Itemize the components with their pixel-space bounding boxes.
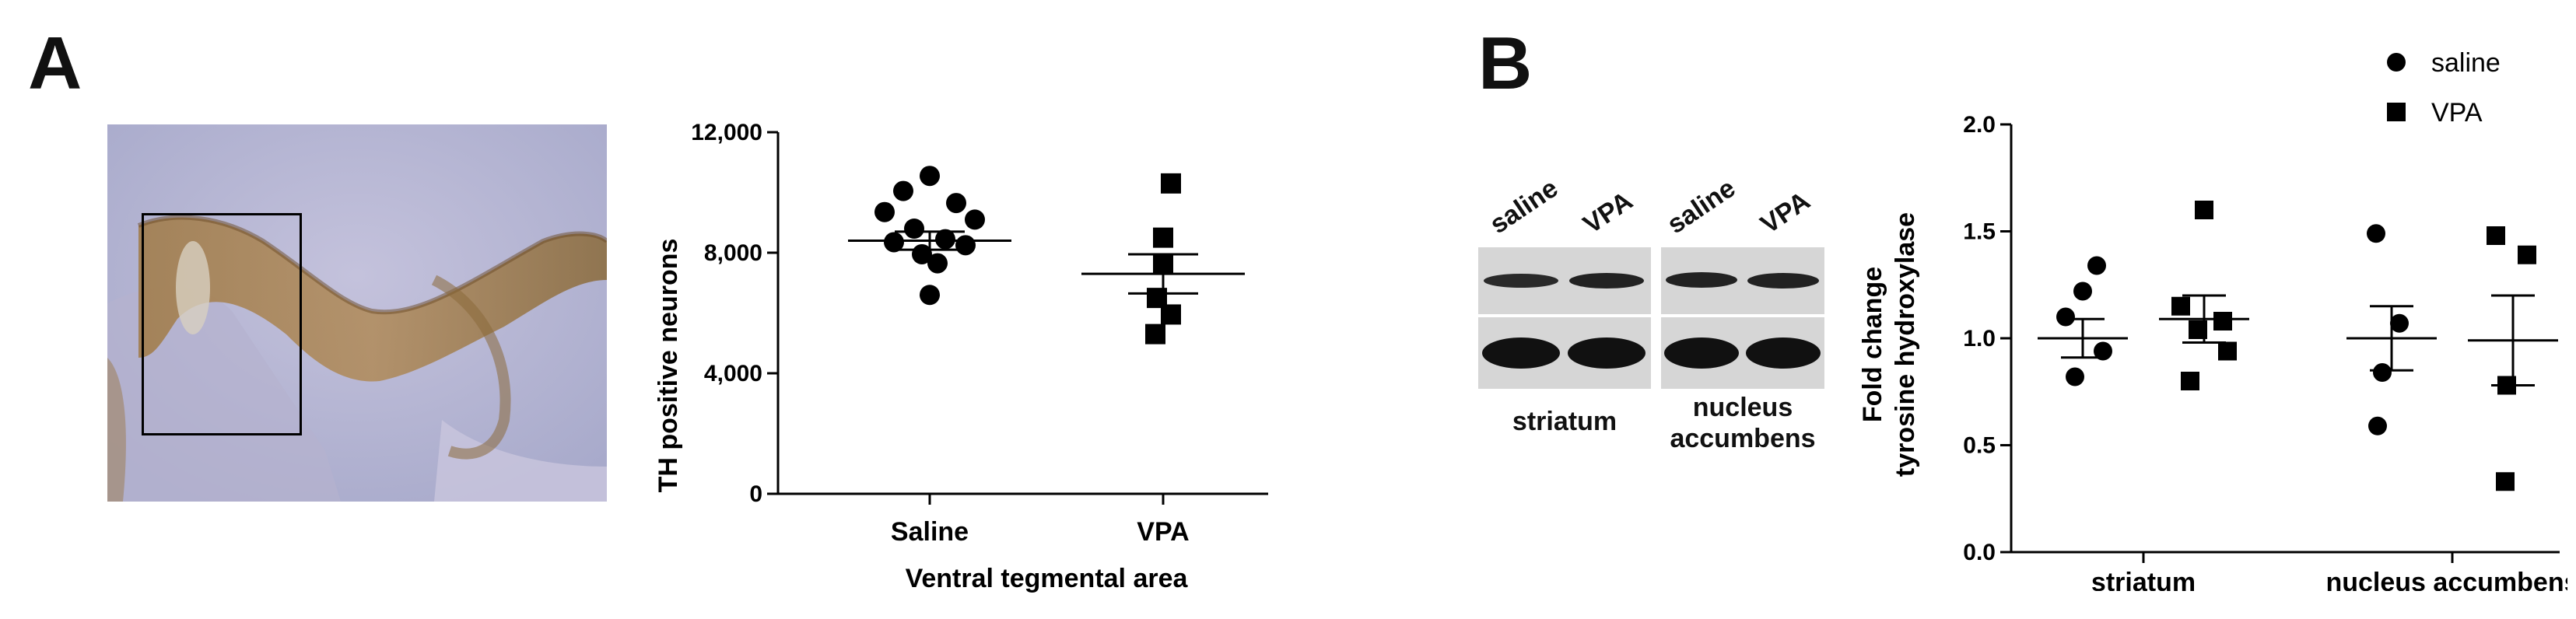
chart-a-category-label: Saline [891, 517, 969, 547]
blot-nucleus-accumbens-label-line-2: accumbens [1670, 424, 1816, 453]
chart-a-ytick-label: 4,000 [704, 361, 762, 386]
blot-nucleus-accumbens-label-line-1: nucleus [1692, 393, 1793, 422]
chart-b-ytick-label: 0.0 [1963, 540, 1996, 565]
micrograph-image [107, 124, 607, 502]
chart-b-ylabel-line-1: Fold change [1858, 267, 1887, 422]
chart-a-point [1145, 323, 1165, 344]
chart-a-point [1161, 304, 1181, 325]
chart-a-point [874, 201, 895, 222]
chart-a-point [965, 209, 985, 230]
blot-nucleus-accumbens [1661, 247, 1824, 389]
legend-marker-vpa [2387, 103, 2406, 121]
chart-b-point-vpa [2171, 296, 2190, 316]
chart-b-point-saline [2367, 224, 2385, 243]
panel-b-letter: B [1478, 22, 1533, 105]
blot-striatum-label-line: striatum [1512, 407, 1617, 436]
chart-a-point [884, 232, 904, 253]
chart-a-category-label: VPA [1137, 517, 1189, 547]
chart-a-xlabel: Ventral tegmental area [906, 564, 1189, 593]
chart-b-point-saline [2094, 341, 2112, 361]
micrograph-drawing [107, 124, 607, 502]
chart-a-point [927, 253, 948, 274]
chart-a-ytick-label: 0 [749, 481, 762, 507]
chart-a-point [904, 219, 924, 239]
chart-b-category-label: nucleus accumbens [2325, 568, 2567, 591]
chart-b-point-vpa [2518, 245, 2536, 264]
chart-a-ylabel: TH positive neurons [654, 239, 683, 493]
chart-b-point-saline [2056, 307, 2075, 327]
chart-a-point [893, 180, 913, 201]
legend-label-saline: saline [2431, 48, 2501, 78]
blot-1-lane-2-label: VPA [1578, 185, 1638, 240]
chart-b-point-saline [2073, 282, 2092, 301]
chart-b-point-vpa [2195, 201, 2213, 219]
chart-b-point-vpa [2181, 372, 2199, 390]
chart-a-ytick-label: 8,000 [704, 240, 762, 266]
chart-a-point [1161, 173, 1181, 194]
chart-a-point [920, 285, 940, 306]
chart-b-point-vpa [2487, 226, 2505, 245]
blot-nucleus-accumbens-label: nucleus accumbens [1653, 392, 1832, 454]
chart-a-point [946, 193, 966, 214]
chart-b-ytick-label: 0.5 [1963, 433, 1996, 459]
chart-b-point-vpa [2496, 472, 2515, 491]
blot-lane-labels: saline VPA saline VPA [1478, 148, 1821, 249]
chart-b-category-label: striatum [2091, 568, 2196, 591]
region-of-interest-box [142, 213, 302, 435]
blot-1-lane-1-label: saline [1484, 173, 1564, 240]
chart-b-point-saline [2368, 416, 2387, 435]
blot-striatum-label: striatum [1478, 406, 1651, 437]
blot-striatum-bands [1478, 273, 1651, 369]
blot-nucleus-accumbens-bands [1661, 272, 1824, 369]
chart-b-point-vpa [2218, 341, 2237, 361]
chart-b-point-saline [2373, 363, 2392, 382]
chart-b-ytick-label: 1.5 [1963, 219, 1996, 245]
panel-a-letter: A [28, 22, 82, 105]
legend-label-vpa: VPA [2431, 98, 2483, 128]
chart-a-point [1153, 227, 1173, 248]
chart-b-ytick-label: 1.0 [1963, 326, 1996, 351]
chart-b-ylabel-line-2: tyrosine hydroxylase [1891, 212, 1920, 477]
chart-b-ytick-label: 2.0 [1963, 112, 1996, 138]
chart-b-point-saline [2390, 313, 2409, 333]
chart-b: Fold change tyrosine hydroxylase saline … [1858, 48, 2567, 591]
chart-a-ytick-label: 12,000 [691, 120, 762, 145]
chart-a: TH positive neurons Ventral tegmental ar… [654, 120, 1268, 593]
blot-2-lane-1-label: saline [1662, 173, 1741, 240]
chart-b-point-saline [2087, 256, 2106, 275]
blot-striatum [1478, 247, 1651, 389]
legend-marker-saline [2387, 53, 2406, 72]
chart-b-point-saline [2066, 367, 2084, 386]
chart-a-point [920, 166, 940, 187]
chart-b-point-vpa [2213, 312, 2232, 330]
chart-a-point [955, 235, 976, 256]
chart-a-point [935, 229, 955, 250]
blot-2-lane-2-label: VPA [1755, 185, 1816, 240]
